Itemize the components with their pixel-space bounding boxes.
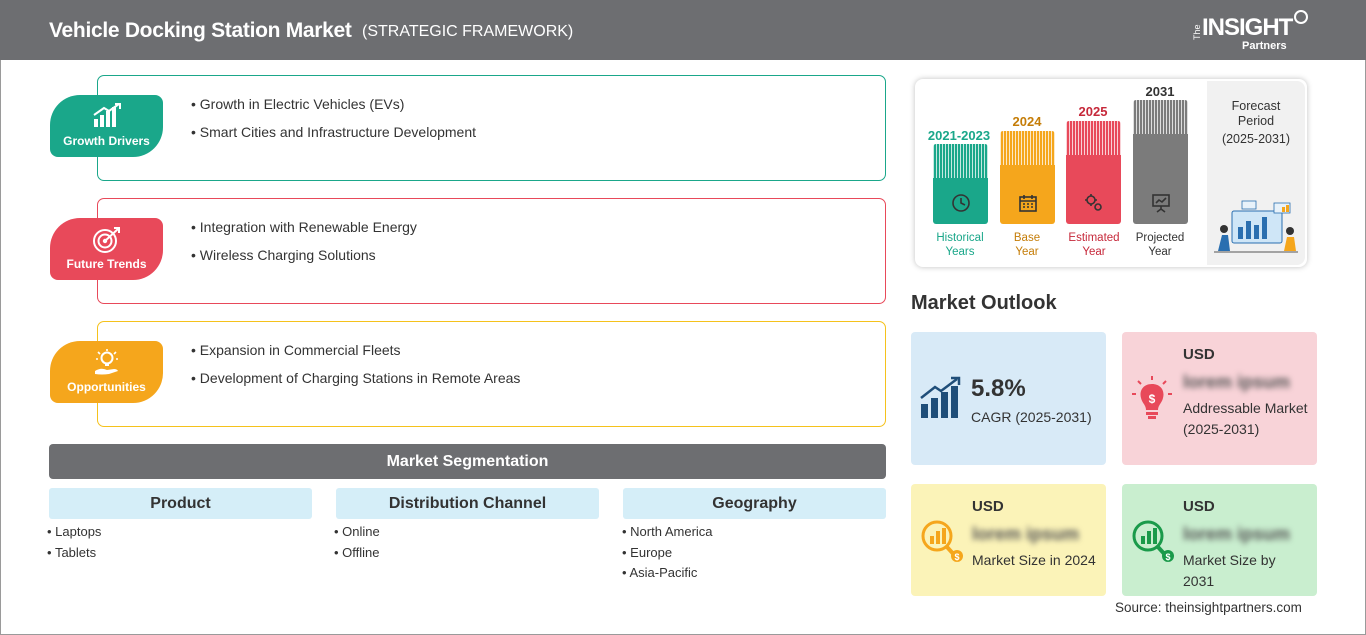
list-item: Laptops bbox=[47, 524, 101, 545]
logo-the: The bbox=[1192, 24, 1202, 40]
label-historical-2: Years bbox=[945, 246, 975, 258]
market-size-2024-card: USD lorem ipsum Market Size in 2024 $ bbox=[911, 484, 1106, 596]
addressable-label: Addressable Market (2025-2031) bbox=[1183, 400, 1308, 437]
list-item: Expansion in Commercial Fleets bbox=[191, 342, 520, 370]
future-trends-label: Future Trends bbox=[66, 257, 147, 271]
source-credit: Source: theinsightpartners.com bbox=[1115, 600, 1302, 615]
market-size-2024-label: Market Size in 2024 bbox=[972, 552, 1096, 568]
market-size-2031-card: USD lorem ipsum Market Size by 2031 $ bbox=[1122, 484, 1317, 596]
bar-projected bbox=[1133, 100, 1188, 224]
cagr-label: CAGR (2025-2031) bbox=[971, 409, 1092, 425]
year-historical: 2021-2023 bbox=[927, 128, 991, 143]
logo-insight: INSIGHT bbox=[1202, 14, 1293, 41]
market-size-2024-value: lorem ipsum bbox=[972, 524, 1080, 544]
label-base-2: Year bbox=[1015, 246, 1039, 258]
presentation-board-icon bbox=[1152, 194, 1170, 213]
cagr-value: 5.8% bbox=[971, 375, 1026, 402]
growth-drivers-box: Growth in Electric Vehicles (EVs) Smart … bbox=[97, 75, 886, 181]
analytics-team-icon bbox=[1214, 200, 1298, 253]
opportunities-box: Expansion in Commercial Fleets Developme… bbox=[97, 321, 886, 427]
history-clock-icon bbox=[952, 194, 970, 212]
opportunities-list: Expansion in Commercial Fleets Developme… bbox=[191, 342, 521, 398]
future-trends-box: Integration with Renewable Energy Wirele… bbox=[97, 198, 886, 304]
bar-estimated bbox=[1066, 121, 1121, 224]
label-base-1: Base bbox=[1013, 232, 1041, 244]
growth-drivers-list: Growth in Electric Vehicles (EVs) Smart … bbox=[191, 96, 476, 152]
idea-dollar-icon: $ bbox=[1132, 376, 1172, 419]
year-estimated: 2025 bbox=[1078, 104, 1108, 119]
year-base: 2024 bbox=[1012, 114, 1042, 129]
segment-geography-list: North America Europe Asia-Pacific bbox=[622, 524, 713, 586]
segment-product-heading: Product bbox=[49, 488, 312, 519]
growth-chart-icon bbox=[93, 103, 121, 127]
svg-text:$: $ bbox=[1149, 392, 1156, 406]
forecast-period: (2025-2031) bbox=[1221, 132, 1291, 146]
estimate-gears-icon bbox=[1085, 194, 1102, 211]
opportunities-badge: Opportunities bbox=[50, 341, 163, 403]
market-size-magnifier-icon: $ bbox=[921, 520, 963, 562]
label-projected-1: Projected bbox=[1135, 232, 1185, 244]
addressable-currency: USD bbox=[1183, 346, 1215, 363]
lightbulb-hand-icon bbox=[95, 349, 118, 375]
svg-text:$: $ bbox=[1165, 552, 1170, 562]
bar-base bbox=[1000, 131, 1055, 224]
list-item: Development of Charging Stations in Remo… bbox=[191, 370, 521, 398]
market-size-2031-currency: USD bbox=[1183, 498, 1215, 515]
list-item: Offline bbox=[334, 545, 380, 566]
growth-drivers-label: Growth Drivers bbox=[63, 134, 150, 148]
market-size-magnifier-icon: $ bbox=[1132, 520, 1174, 562]
cagr-card bbox=[911, 332, 1106, 465]
market-size-2031-value: lorem ipsum bbox=[1183, 524, 1291, 544]
list-item: Europe bbox=[622, 545, 713, 566]
opportunities-label: Opportunities bbox=[67, 380, 146, 394]
addressable-value: lorem ipsum bbox=[1183, 372, 1291, 392]
list-item: North America bbox=[622, 524, 712, 545]
label-projected-2: Year bbox=[1148, 246, 1172, 258]
growth-chart-icon bbox=[920, 376, 961, 418]
segment-distribution-list: Online Offline bbox=[334, 524, 380, 565]
label-estimated-2: Year bbox=[1082, 246, 1106, 258]
label-estimated-1: Estimated bbox=[1068, 232, 1120, 244]
future-trends-badge: Future Trends bbox=[50, 218, 163, 280]
list-item: Smart Cities and Infrastructure Developm… bbox=[191, 124, 476, 152]
bar-historical bbox=[933, 144, 988, 224]
list-item: Tablets bbox=[47, 545, 101, 566]
market-segmentation-bar: Market Segmentation bbox=[49, 444, 886, 479]
year-projected: 2031 bbox=[1145, 84, 1175, 99]
header-bar: Vehicle Docking Station Market (STRATEGI… bbox=[0, 0, 1366, 60]
logo-partners: Partners bbox=[1242, 40, 1287, 52]
addressable-market-card: USD lorem ipsum Addressable Market (2025… bbox=[1122, 332, 1317, 465]
list-item: Integration with Renewable Energy bbox=[191, 219, 417, 247]
list-item: Growth in Electric Vehicles (EVs) bbox=[191, 96, 476, 124]
market-size-2024-currency: USD bbox=[972, 498, 1004, 515]
page-subtitle: (STRATEGIC FRAMEWORK) bbox=[362, 23, 574, 40]
logo-bulb-icon bbox=[1294, 10, 1308, 24]
svg-text:$: $ bbox=[954, 552, 959, 562]
forecast-title-1: Forecast bbox=[1231, 99, 1281, 113]
segment-product-list: Laptops Tablets bbox=[47, 524, 102, 566]
forecast-title-2: Period bbox=[1237, 114, 1275, 128]
list-item: Online bbox=[334, 524, 380, 545]
market-outlook-title: Market Outlook bbox=[911, 292, 1057, 314]
future-trends-list: Integration with Renewable Energy Wirele… bbox=[191, 219, 417, 275]
page-title: Vehicle Docking Station Market bbox=[49, 19, 352, 42]
calendar-icon bbox=[1019, 195, 1037, 212]
list-item: Asia-Pacific bbox=[622, 565, 713, 586]
target-icon bbox=[93, 227, 120, 253]
segment-geography-heading: Geography bbox=[623, 488, 886, 519]
market-size-2031-label: Market Size by 2031 bbox=[1183, 552, 1276, 589]
segment-distribution-heading: Distribution Channel bbox=[336, 488, 599, 519]
insight-partners-logo[interactable]: The INSIGHT Partners bbox=[1192, 10, 1312, 54]
growth-drivers-badge: Growth Drivers bbox=[50, 95, 163, 157]
label-historical-1: Historical bbox=[936, 232, 984, 244]
list-item: Wireless Charging Solutions bbox=[191, 247, 417, 275]
